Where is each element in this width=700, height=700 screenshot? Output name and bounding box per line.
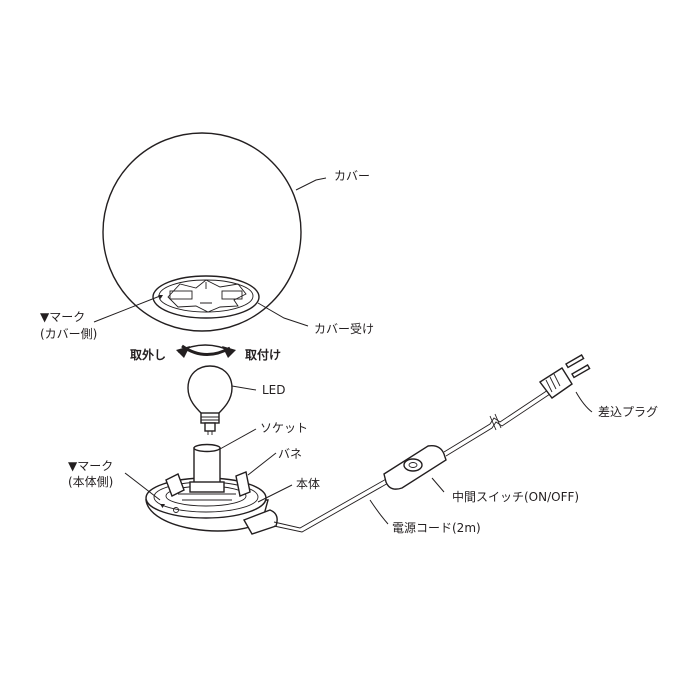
plug (538, 354, 591, 399)
label-mark-body-side: (本体側) (68, 475, 113, 489)
arrow-left-icon (176, 346, 190, 358)
rotation-arrows (176, 344, 236, 358)
spring-right (235, 471, 251, 497)
label-attach: 取付け (245, 347, 281, 362)
label-spring: バネ (278, 447, 302, 461)
label-socket: ソケット (260, 421, 308, 435)
cover-globe (102, 132, 302, 332)
label-body: 本体 (296, 477, 320, 491)
label-cover-holder: カバー受け (314, 322, 374, 336)
label-cord: 電源コード(2m) (392, 521, 481, 535)
body-mark-triangle (160, 504, 165, 508)
label-led: LED (262, 383, 286, 397)
label-mark-body: ▼マーク (68, 459, 113, 473)
arrow-right-icon (222, 346, 236, 358)
label-mark-cover: ▼マーク (40, 310, 85, 324)
base-body (145, 443, 278, 535)
led-bulb (187, 365, 233, 435)
label-plug: 差込プラグ (598, 405, 658, 419)
label-mark-cover-side: (カバー側) (40, 327, 97, 341)
leader-lines (93, 177, 593, 525)
spring-left (165, 473, 185, 497)
inline-switch (383, 444, 447, 490)
power-cord (273, 389, 551, 533)
label-switch: 中間スイッチ(ON/OFF) (452, 489, 579, 504)
label-cover: カバー (334, 169, 370, 183)
label-remove: 取外し (130, 347, 166, 362)
